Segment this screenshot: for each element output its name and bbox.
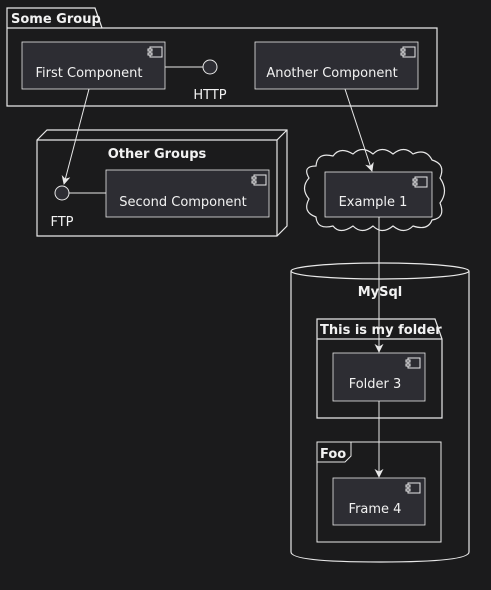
database-mysql-title: MySql: [358, 285, 403, 300]
component-example-1-label: Example 1: [339, 195, 408, 210]
component-frame-4[interactable]: Frame 4: [332, 477, 426, 526]
folder-my-folder: This is my folder: [316, 318, 443, 419]
interface-ftp[interactable]: FTP: [50, 185, 106, 230]
interface-http[interactable]: HTTP: [165, 59, 227, 103]
component-folder-3[interactable]: Folder 3: [332, 352, 426, 402]
connectors: [61, 88, 384, 478]
component-frame-4-label: Frame 4: [349, 502, 402, 517]
component-first-label: First Component: [36, 66, 143, 81]
component-second[interactable]: Second Component: [105, 169, 270, 218]
component-another-label: Another Component: [266, 66, 397, 81]
package-some-group-title: Some Group: [11, 12, 101, 27]
arrow-first-to-ftp: [61, 88, 90, 185]
interface-ftp-label: FTP: [50, 215, 73, 230]
node-other-groups: Other Groups: [36, 129, 288, 237]
component-folder-3-label: Folder 3: [349, 377, 402, 392]
package-some-group: Some Group: [6, 7, 438, 107]
folder-my-folder-title: This is my folder: [320, 323, 442, 338]
node-other-groups-title: Other Groups: [108, 147, 207, 162]
frame-foo-title: Foo: [320, 447, 346, 462]
interface-circle-icon: [54, 185, 70, 201]
interface-http-label: HTTP: [193, 88, 226, 103]
component-example-1[interactable]: Example 1: [324, 171, 433, 218]
arrow-another-to-example-1: [344, 88, 374, 172]
frame-foo: Foo: [316, 441, 442, 543]
component-first[interactable]: First Component: [21, 41, 166, 90]
interface-circle-icon: [202, 59, 218, 75]
cloud-example: [303, 148, 446, 232]
component-second-label: Second Component: [119, 195, 246, 210]
component-another[interactable]: Another Component: [254, 41, 419, 90]
database-mysql: MySql: [290, 262, 470, 563]
